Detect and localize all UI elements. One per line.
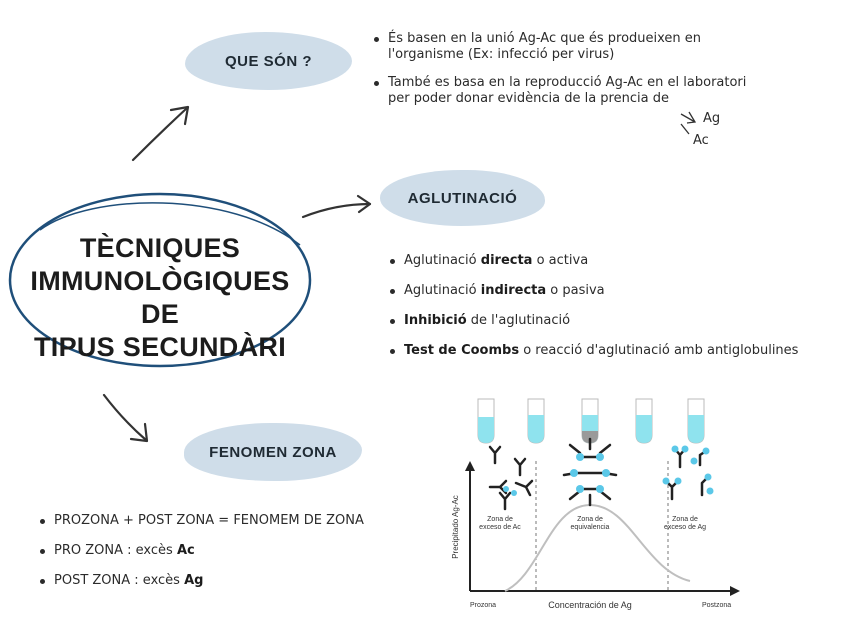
list-item: També es basa en la reproducció Ag-Ac en… xyxy=(372,75,792,107)
aglutinacio-list: Aglutinació directa o activa Aglutinació… xyxy=(388,253,828,359)
list-item: PRO ZONA : excès Ac xyxy=(38,543,418,559)
precipitation-figure: Zona de exceso de Ac Zona de equivalenci… xyxy=(451,398,740,610)
ac-label: Ac xyxy=(693,133,709,148)
main-title: TÈCNIQUES IMMUNOLÒGIQUES DE TIPUS SECUND… xyxy=(20,232,300,364)
arrow-right-icon xyxy=(301,194,372,219)
antibody-excess-icon xyxy=(488,445,534,511)
que-son-label: QUE SÓN ? xyxy=(185,32,352,90)
prozona-label: Prozona xyxy=(470,602,496,609)
test-tubes xyxy=(477,398,705,444)
fenomen-zona-label: FENOMEN ZONA xyxy=(184,423,362,481)
list-item: Aglutinació directa o activa xyxy=(388,253,828,269)
zone-label: equivalencia xyxy=(571,524,610,531)
list-item: POST ZONA : excès Ag xyxy=(38,573,418,589)
arrow-up-right-icon xyxy=(131,105,190,162)
zone-label: Zona de xyxy=(487,516,513,523)
zone-label: exceso de Ac xyxy=(479,524,521,531)
test-tube-icon xyxy=(477,398,495,444)
zone-label: exceso de Ag xyxy=(664,524,706,531)
test-tube-icon xyxy=(635,398,653,444)
list-item: PROZONA + POST ZONA = FENOMEM DE ZONA xyxy=(38,513,418,529)
main-title-line: TÈCNIQUES xyxy=(79,233,241,263)
postzona-label: Postzona xyxy=(702,602,731,609)
que-son-list: És basen en la unió Ag-Ac que és produei… xyxy=(372,31,792,107)
antigen-excess-icon xyxy=(664,447,710,501)
x-axis-label: Concentración de Ag xyxy=(548,600,632,610)
ag-label: Ag xyxy=(703,111,721,126)
branch-icon xyxy=(680,111,697,135)
title-ellipse xyxy=(8,192,312,368)
test-tube-icon xyxy=(527,398,545,444)
main-title-line: IMMUNOLÒGIQUES DE xyxy=(30,266,290,329)
y-axis-label: Precipitado Ag-Ac xyxy=(451,495,460,559)
test-tube-icon xyxy=(581,398,599,444)
zone-label: Zona de xyxy=(577,516,603,523)
arrow-down-right-icon xyxy=(102,393,149,443)
list-item: És basen en la unió Ag-Ac que és produei… xyxy=(372,31,792,63)
zone-label: Zona de xyxy=(672,516,698,523)
test-tube-icon xyxy=(687,398,705,444)
list-item: Inhibició de l'aglutinació xyxy=(388,313,828,329)
main-title-line: TIPUS SECUNDÀRI xyxy=(33,332,287,362)
aglutinacio-label: AGLUTINACIÓ xyxy=(380,170,545,226)
list-item: Test de Coombs o reacció d'aglutinació a… xyxy=(388,343,828,359)
list-item: Aglutinació indirecta o pasiva xyxy=(388,283,828,299)
fenomen-list: PROZONA + POST ZONA = FENOMEM DE ZONA PR… xyxy=(38,513,418,589)
